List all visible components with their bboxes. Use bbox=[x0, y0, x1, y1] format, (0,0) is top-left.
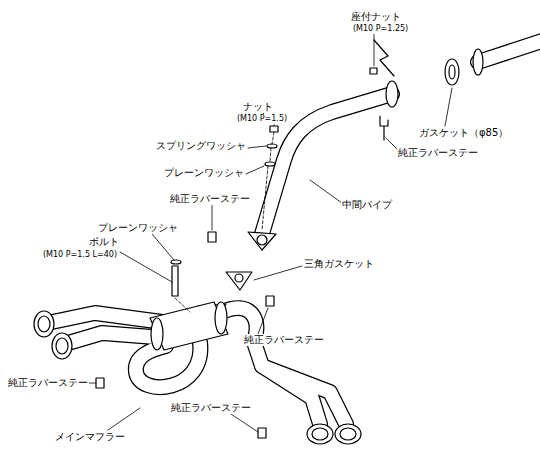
parts bbox=[34, 40, 483, 444]
spec-text: (M10 P=1.5 L=40) bbox=[42, 250, 118, 260]
part-name: ボルト bbox=[88, 236, 120, 248]
part-name: 純正ラバーステー bbox=[7, 377, 89, 389]
part-name: 座付ナット bbox=[350, 11, 402, 23]
spec-text: (M10 P=1.25) bbox=[352, 24, 409, 34]
part-name: 純正ラバーステー bbox=[169, 193, 251, 205]
part-name: 中間パイプ bbox=[341, 199, 393, 211]
part-name: ナット bbox=[242, 101, 274, 113]
part-name: 純正ラバーステー bbox=[170, 402, 252, 414]
part-name: メインマフラー bbox=[54, 431, 126, 443]
part-name: プレーンワッシャ bbox=[97, 222, 179, 234]
part-name: 純正ラバーステー bbox=[397, 147, 479, 159]
part-name: ガスケット（φ85） bbox=[418, 127, 509, 139]
spec-text: (M10 P=1.5) bbox=[236, 114, 288, 124]
part-name: 三角ガスケット bbox=[303, 258, 375, 270]
part-name: スプリングワッシャ bbox=[155, 140, 247, 152]
part-name: プレーンワッシャ bbox=[163, 167, 245, 179]
pipes bbox=[52, 40, 540, 424]
part-name: 純正ラバーステー bbox=[243, 334, 325, 346]
leader-lines bbox=[60, 32, 452, 432]
